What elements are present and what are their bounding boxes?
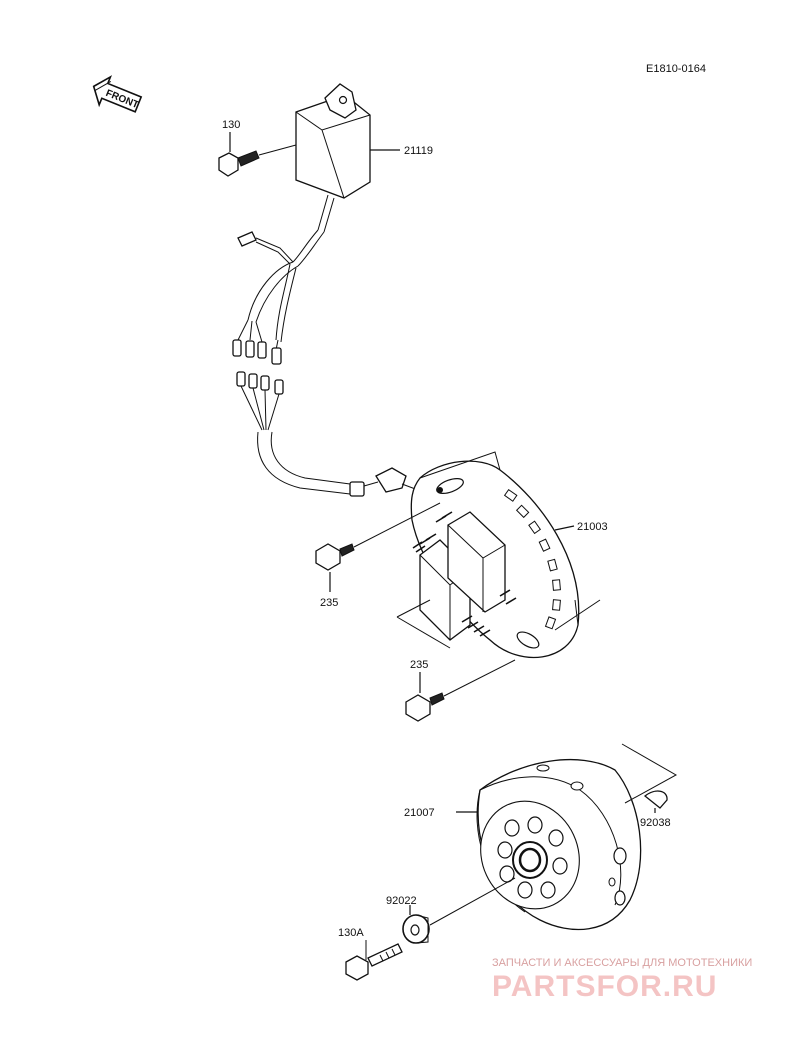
leader-235-lower-shaft [443,659,516,697]
centerline-stator-left [396,616,451,649]
label-130a: 130A [338,927,364,939]
watermark-tagline: ЗАПЧАСТИ И АКСЕССУАРЫ ДЛЯ МОТОТЕХНИКИ [492,957,752,969]
label-92022: 92022 [386,895,417,907]
leader-235-upper-shaft [353,502,441,548]
washer-92022[interactable] [402,914,430,944]
label-92038: 92038 [640,817,671,829]
leader-92022-shaft [429,877,516,926]
wire-harness [232,229,419,497]
centerline-stator-right [554,599,601,631]
label-130: 130 [222,119,240,131]
flywheel-rotor[interactable] [463,759,642,931]
front-arrow-icon: FRONT [92,75,143,113]
stator-assembly[interactable] [410,451,580,659]
diagram-code: E1810-0164 [646,63,706,75]
label-21003: 21003 [577,521,608,533]
label-235-lower: 235 [410,659,428,671]
bolt-130a[interactable] [345,943,403,981]
centerline-flywheel [621,743,678,804]
leader-21003 [554,525,575,531]
woodruff-key-92038[interactable] [643,790,668,809]
label-21119: 21119 [404,145,433,157]
label-21007: 21007 [404,807,435,819]
screw-235-upper[interactable] [315,543,355,571]
leader-130-bolt [258,144,297,156]
cdi-unit[interactable] [295,83,371,233]
centerline-stator-left2 [396,599,431,618]
label-235-upper: 235 [320,597,338,609]
watermark-brand: PARTSFOR.RU [492,970,717,1003]
bolt-130[interactable] [218,150,260,177]
screw-235-lower[interactable] [405,692,445,722]
